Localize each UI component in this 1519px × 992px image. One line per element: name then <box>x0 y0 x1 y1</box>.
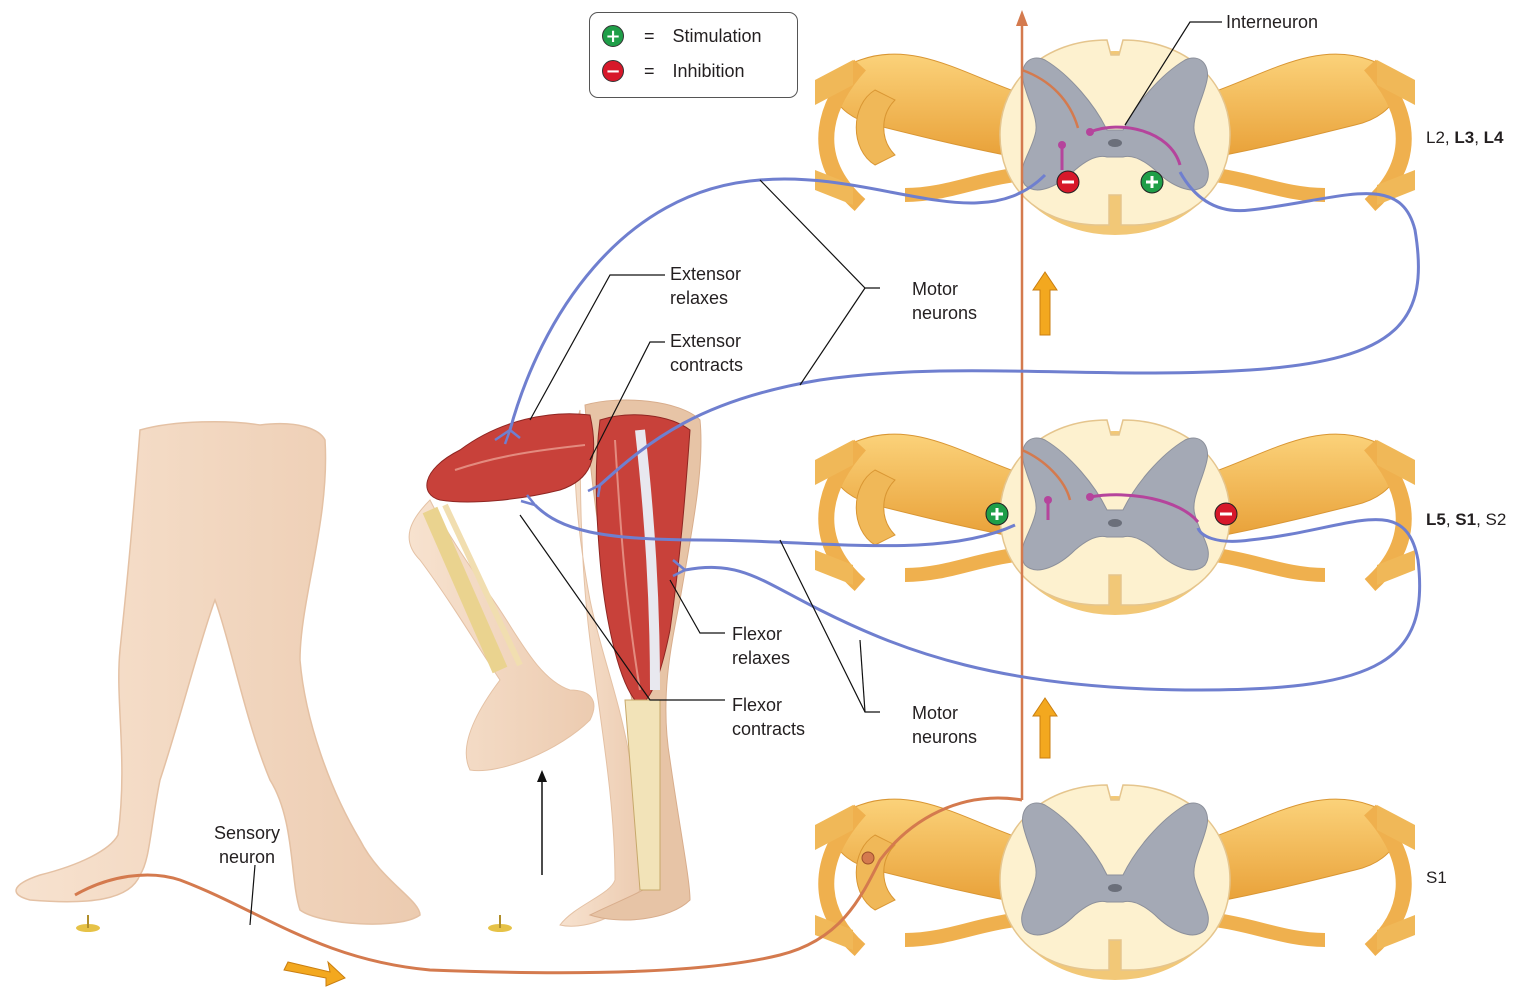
level-label-bottom: S1 <box>1426 868 1447 888</box>
level-label-middle: L5, S1, S2 <box>1426 510 1506 530</box>
legend-row-inhibition: − = Inhibition <box>602 58 745 84</box>
up-arrow-1 <box>1033 272 1057 335</box>
stimulation-icon: + <box>602 25 624 47</box>
legend-inhibition-label: Inhibition <box>673 61 745 82</box>
marker-top-stimulation <box>1141 171 1163 193</box>
spinal-segment-middle <box>815 420 1415 615</box>
up-arrow-2 <box>1033 698 1057 758</box>
legend-equals: = <box>644 61 655 82</box>
marker-top-inhibition <box>1057 171 1079 193</box>
legend-row-stimulation: + = Stimulation <box>602 23 762 49</box>
reflex-leg-illustration <box>409 400 701 932</box>
sensory-direction-arrow <box>284 962 345 986</box>
interneuron-label: Interneuron <box>1226 10 1318 34</box>
legend: + = Stimulation − = Inhibition <box>589 12 798 98</box>
spinal-segment-top <box>815 40 1415 235</box>
legend-equals: = <box>644 26 655 47</box>
legend-stimulation-label: Stimulation <box>673 26 762 47</box>
marker-middle-stimulation <box>986 503 1008 525</box>
level-label-top: L2, L3, L4 <box>1426 128 1504 148</box>
marker-middle-inhibition <box>1215 503 1237 525</box>
inhibition-icon: − <box>602 60 624 82</box>
spinal-segment-bottom <box>815 785 1415 980</box>
